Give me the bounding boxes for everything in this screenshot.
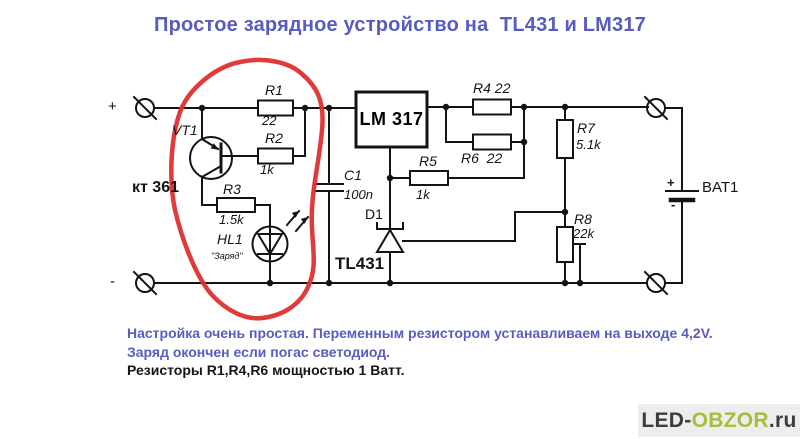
vt1-part-label: кт 361: [132, 179, 179, 196]
site-watermark: LED-OBZOR.ru: [638, 404, 800, 437]
led-hl1-symbol: [251, 209, 310, 284]
r2-ref-label: R2: [265, 130, 283, 146]
d1-ref-label: D1: [365, 206, 383, 222]
note-line-3: Резисторы R1,R4,R6 мощностью 1 Ватт.: [127, 362, 405, 378]
r3-value-label: 1.5k: [219, 212, 244, 227]
r2-value-label: 1k: [260, 162, 274, 177]
tl431-part-label: TL431: [335, 254, 385, 273]
note-line-1: Настройка очень простая. Переменным рези…: [127, 325, 713, 341]
r3-ref-label: R3: [223, 181, 241, 197]
wire-top-rail: [153, 106, 649, 109]
r7-value-label: 5.1k: [576, 137, 601, 152]
r1-ref-label: R1: [265, 82, 283, 98]
input-minus-label: -: [110, 273, 115, 290]
transistor-vt1-symbol: [189, 107, 233, 206]
r7-ref-label: R7: [577, 120, 595, 136]
lm317-box: [354, 90, 429, 179]
r6-ref-label: R6 22: [461, 150, 503, 166]
bat1-ref-label: BAT1: [702, 179, 739, 196]
watermark-brand: OBZOR: [691, 408, 769, 432]
r8-value-label: 22k: [573, 226, 594, 241]
bat1-minus-label: -: [671, 197, 676, 212]
r5-value-label: 1k: [416, 187, 430, 202]
vt1-ref-label: VT1: [172, 122, 198, 138]
input-terminal-minus-icon: [132, 270, 158, 296]
r8-ref-label: R8: [574, 211, 592, 227]
c1-value-label: 100n: [344, 187, 373, 202]
r5-ref-label: R5: [419, 153, 437, 169]
junction-dots: [198, 103, 584, 287]
notes-block: Настройка очень простая. Переменным рези…: [127, 324, 713, 380]
resistor-r1-symbol: [257, 99, 294, 117]
c1-ref-label: C1: [344, 167, 362, 183]
page-title: Простое зарядное устройство на TL431 и L…: [154, 14, 646, 36]
input-terminal-plus-icon: [132, 95, 158, 121]
r1-value-label: 22: [262, 113, 277, 128]
hl1-note-label: "Заряд": [211, 251, 243, 261]
r4-ref-label: R4 22: [473, 80, 511, 96]
battery-bat1-symbol: [664, 107, 699, 284]
resistor-r3-symbol: [216, 197, 271, 228]
bat1-plus-label: +: [667, 175, 675, 190]
watermark-prefix: LED-: [641, 408, 692, 432]
hl1-ref-label: HL1: [217, 231, 243, 247]
resistor-r6-symbol: [445, 106, 525, 151]
watermark-suffix: .ru: [768, 408, 797, 432]
tl431-d1-symbol: [375, 177, 566, 284]
potentiometer-r8-symbol: [556, 226, 586, 284]
note-line-2: Заряд окончен если погас светодиод.: [127, 343, 391, 360]
input-plus-label: +: [108, 98, 117, 115]
capacitor-c1-symbol: [314, 107, 344, 284]
resistor-r2-symbol: [220, 107, 306, 165]
lm317-ref-label: LM 317: [359, 109, 424, 129]
red-annotation-circle: [169, 57, 325, 321]
resistor-r4-symbol: [472, 98, 512, 116]
output-terminal-bottom-icon: [643, 270, 669, 296]
